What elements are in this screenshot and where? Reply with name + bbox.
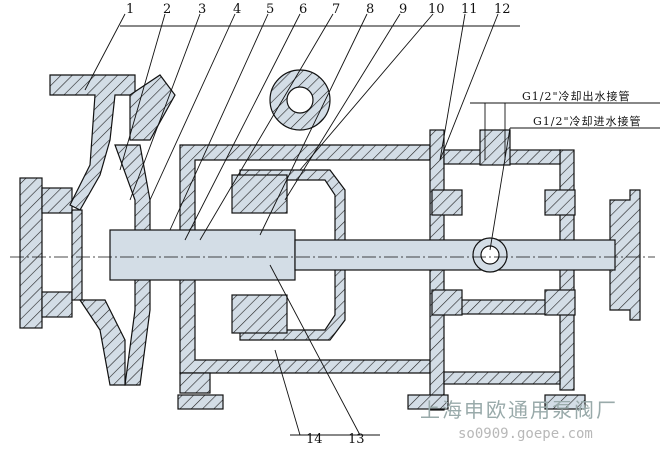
part-number-5: 5 — [266, 2, 275, 17]
part-number-2: 2 — [163, 2, 172, 17]
part-number-9: 9 — [399, 2, 408, 17]
part-number-8: 8 — [366, 2, 375, 17]
cooling-inlet-note: G1/2"冷却进水接管 — [533, 115, 642, 128]
part-number-7: 7 — [332, 2, 341, 17]
shaft-assembly — [109, 189, 616, 316]
watermark-company: 上海申欧通用泵阀厂 — [420, 398, 618, 422]
watermark-url: so0909.goepe.com — [458, 426, 593, 442]
part-number-3: 3 — [198, 2, 207, 17]
part-number-6: 6 — [299, 2, 308, 17]
part-number-10: 10 — [428, 2, 445, 17]
part-number-12: 12 — [494, 2, 511, 17]
part-number-4: 4 — [233, 2, 242, 17]
part-number-13: 13 — [348, 432, 365, 447]
part-number-1: 1 — [126, 2, 135, 17]
leader-lines — [84, 13, 660, 436]
part-number-11: 11 — [461, 2, 478, 17]
cooling-outlet-note: G1/2"冷却出水接管 — [522, 90, 631, 103]
part-number-14: 14 — [306, 432, 323, 447]
